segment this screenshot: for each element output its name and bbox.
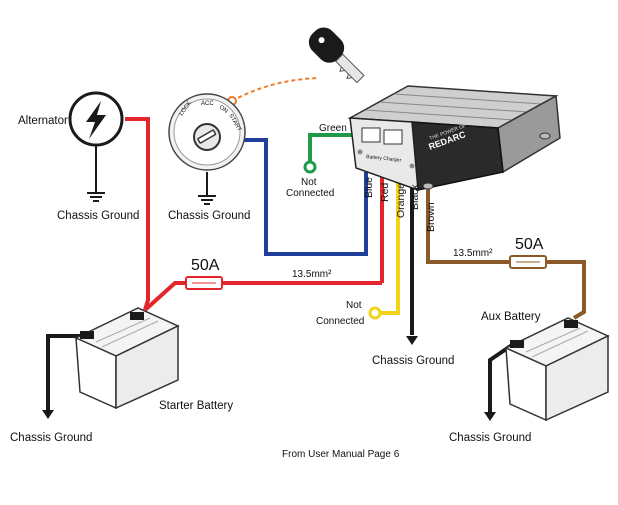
ground-symbol-starter (42, 410, 54, 419)
chassis-ground-ignition-label: Chassis Ground (168, 210, 250, 222)
fuse-aux-rating: 50A (515, 236, 544, 253)
ground-symbol-ignition (198, 195, 216, 205)
red-wire-label: Red (379, 183, 391, 202)
lightning-icon (86, 101, 106, 139)
red-wire-main (143, 281, 186, 312)
ground-symbol-aux (484, 412, 496, 421)
ground-symbol-alternator (87, 192, 105, 202)
green-not-label-2: Connected (286, 188, 334, 199)
brown-wire-label: Brown (425, 202, 437, 232)
black-wire-label: Black (409, 184, 421, 210)
chassis-ground-device-label: Chassis Ground (372, 355, 454, 367)
fuse-starter (185, 276, 223, 290)
device-panel-text: Battery Charger (366, 154, 402, 164)
green-not-connected-terminal (303, 160, 317, 174)
orange-wire-label: Orange (395, 183, 407, 218)
cable-size-aux-label: 13.5mm² (453, 248, 493, 259)
key-dashed-link (231, 77, 319, 102)
blue-wire-label: Blue (363, 177, 375, 198)
starter-positive-terminal (130, 312, 144, 320)
fuse-starter-rating: 50A (191, 257, 220, 274)
alternator-label: Alternator (18, 115, 68, 127)
red-wire-alternator (125, 117, 150, 311)
ignition-acc-label: ACC (201, 101, 214, 107)
aux-battery (504, 317, 610, 422)
yellow-not-label-2: Connected (316, 316, 364, 327)
green-not-label-1: Not (301, 177, 317, 188)
car-key-icon (308, 27, 365, 84)
ground-symbol-device (406, 336, 418, 345)
starter-battery (74, 307, 180, 410)
chassis-ground-starter-label: Chassis Ground (10, 432, 92, 444)
green-wire-label: Green (319, 123, 347, 134)
ignition-on-label: ON (218, 105, 229, 115)
ignition-switch: LOCK ACC ON START (168, 93, 246, 171)
redarc-battery-charger: Battery Charger THE POWER OF REDARC (347, 85, 561, 192)
starter-ground-wire (46, 334, 86, 410)
blue-wire (240, 138, 368, 256)
green-wire (308, 133, 353, 162)
aux-battery-label: Aux Battery (481, 311, 541, 323)
aux-negative-terminal (510, 340, 524, 348)
starter-battery-label: Starter Battery (159, 400, 233, 412)
footer-caption: From User Manual Page 6 (282, 449, 400, 460)
brown-wire-to-aux (546, 260, 586, 320)
fuse-aux (509, 255, 547, 269)
yellow-not-label-1: Not (346, 300, 362, 311)
brown-wire (426, 180, 510, 264)
chassis-ground-alternator-label: Chassis Ground (57, 210, 139, 222)
starter-negative-terminal (80, 331, 94, 339)
cable-size-starter-label: 13.5mm² (292, 269, 332, 280)
chassis-ground-aux-label: Chassis Ground (449, 432, 531, 444)
yellow-wire (380, 172, 400, 315)
aux-positive-terminal (564, 320, 578, 328)
yellow-not-connected-terminal (368, 306, 382, 320)
aux-ground-wire (488, 343, 514, 412)
alternator (68, 91, 124, 147)
